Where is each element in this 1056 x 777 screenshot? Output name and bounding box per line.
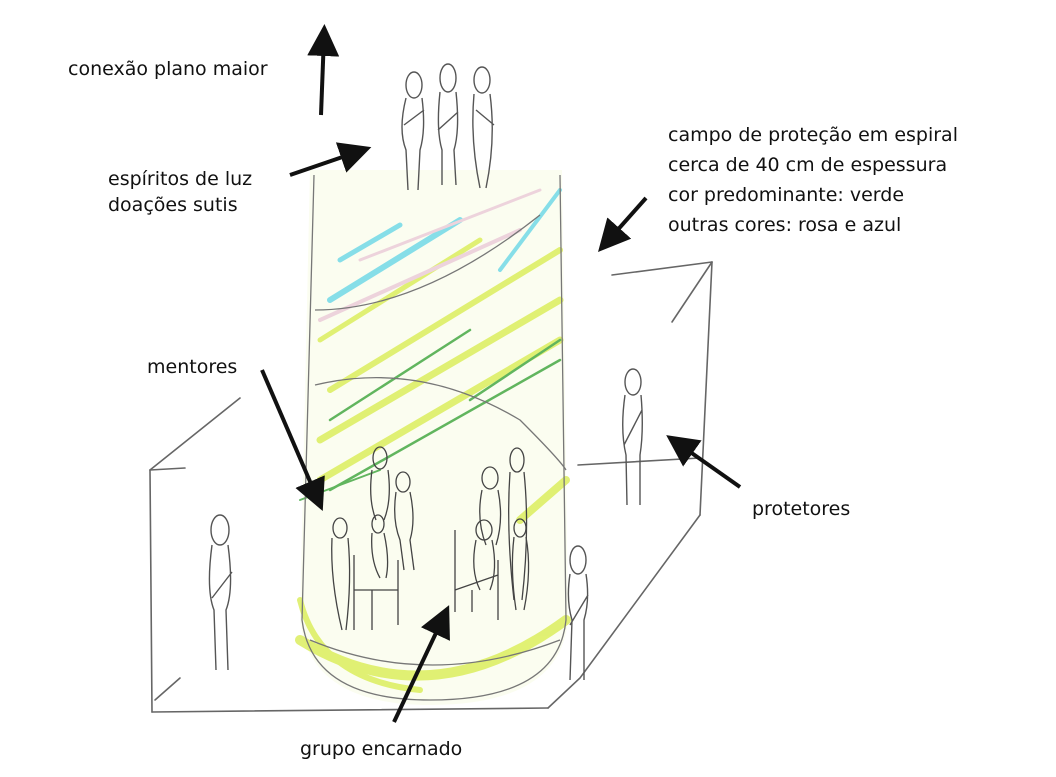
arrow-espiritos <box>289 142 372 177</box>
arrow-conexao <box>307 24 340 116</box>
seated-group-figures <box>331 446 530 631</box>
arrow-mentores <box>260 369 325 512</box>
label-campo-line-4: outras cores: rosa e azul <box>668 214 902 236</box>
label-espiritos-line-2: doações sutis <box>108 194 238 216</box>
label-espiritos-line-1: espíritos de luz <box>108 168 253 190</box>
label-conexao-plano-maior: conexão plano maior <box>68 58 268 80</box>
spirit-figures <box>401 63 495 191</box>
label-campo-de-protecao: campo de proteção em espiral cerca de 40… <box>668 120 958 240</box>
annotation-arrows <box>260 24 742 723</box>
label-campo-line-2: cerca de 40 cm de espessura <box>668 154 948 176</box>
label-protetores: protetores <box>752 498 851 520</box>
label-espiritos-de-luz: espíritos de luz doações sutis <box>108 166 252 218</box>
arrow-grupo <box>392 605 450 723</box>
label-campo-line-1: campo de proteção em espiral <box>668 124 958 146</box>
protector-figures <box>208 368 643 681</box>
spiral-field <box>295 170 571 705</box>
arrow-campo <box>598 196 648 252</box>
label-campo-line-3: cor predominante: verde <box>668 184 905 206</box>
label-mentores: mentores <box>147 356 238 378</box>
arrow-protetores <box>666 435 742 489</box>
label-grupo-encarnado: grupo encarnado <box>300 738 463 760</box>
